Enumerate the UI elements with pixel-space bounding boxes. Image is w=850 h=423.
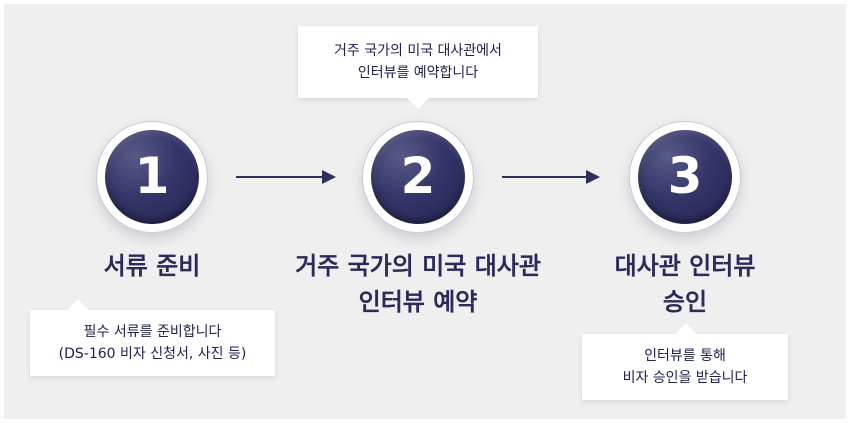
step-3-note-pointer <box>674 323 698 335</box>
step-1-title: 서류 준비 <box>52 248 252 284</box>
step-3-note-line2: 비자 승인을 받습니다 <box>622 370 748 386</box>
step-2-title-line2: 인터뷰 예약 <box>358 288 478 316</box>
step-3-number: 3 <box>667 147 703 205</box>
step-1-badge: 1 <box>105 130 199 224</box>
step-2-note-line1: 거주 국가의 미국 대사관에서 <box>334 43 502 59</box>
step-2-title-line1: 거주 국가의 미국 대사관 <box>295 252 541 280</box>
step-1-note-line1: 필수 서류를 준비합니다 <box>83 324 222 340</box>
step-2-title: 거주 국가의 미국 대사관 인터뷰 예약 <box>278 248 558 320</box>
step-2-circle: 2 <box>363 122 473 232</box>
step-1-note: 필수 서류를 준비합니다 (DS-160 비자 신청서, 사진 등) <box>30 299 275 376</box>
step-2-note-pointer <box>406 97 430 109</box>
step-3-circle: 3 <box>630 122 740 232</box>
step-3-title: 대사관 인터뷰 승인 <box>570 248 800 320</box>
diagram-canvas: 1 서류 준비 필수 서류를 준비합니다 (DS-160 비자 신청서, 사진 … <box>4 4 846 419</box>
step-2-note-line2: 인터뷰를 예약합니다 <box>357 65 479 81</box>
step-3-title-line2: 승인 <box>662 288 708 316</box>
step-3-title-line1: 대사관 인터뷰 <box>614 252 756 280</box>
step-3-note: 인터뷰를 통해 비자 승인을 받습니다 <box>582 323 788 400</box>
step-3-note-line1: 인터뷰를 통해 <box>644 348 726 364</box>
arrow-right-icon <box>236 170 336 184</box>
step-1-title-line1: 서류 준비 <box>103 252 201 280</box>
step-3-badge: 3 <box>638 130 732 224</box>
step-2-note: 거주 국가의 미국 대사관에서 인터뷰를 예약합니다 <box>298 26 538 109</box>
step-1-note-line2: (DS-160 비자 신청서, 사진 등) <box>58 346 247 362</box>
step-2-badge: 2 <box>371 130 465 224</box>
step-1-circle: 1 <box>97 122 207 232</box>
step-2-number: 2 <box>400 147 436 205</box>
step-1-note-pointer <box>66 299 90 311</box>
arrow-right-icon <box>502 170 600 184</box>
step-1-number: 1 <box>134 147 170 205</box>
